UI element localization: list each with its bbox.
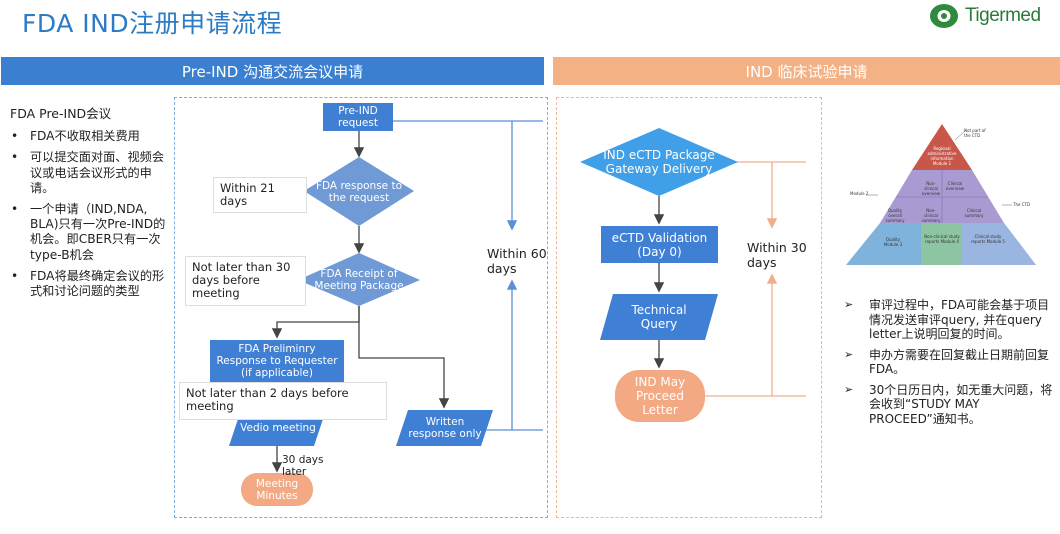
note-within-21-days: Within 21 days: [213, 177, 307, 213]
connector: [271, 306, 360, 339]
connector: [358, 306, 450, 409]
ind-header-band: IND 临床试验申请: [553, 57, 1060, 85]
pre-ind-request-label: Pre-IND request: [338, 105, 378, 129]
gateway-delivery-label: IND eCTD Package Gateway Delivery: [603, 148, 715, 176]
note-2-days-before: Not later than 2 days before meeting: [179, 382, 387, 420]
ctd-label-clinical-overview: Clinical overview: [945, 181, 965, 191]
sidebar-item: 一个申请（IND,NDA, BLA)只有一次Pre-IND的机会。即CBER只有…: [10, 202, 172, 263]
ctd-label-nonclinical-summary: Non-clinical summary: [921, 208, 941, 223]
preliminary-response-label: FDA Preliminry Response to Requester (if…: [216, 343, 338, 379]
may-proceed-label: IND May Proceed Letter: [634, 375, 686, 417]
thirty-days-later-label: 30 days later: [282, 454, 324, 478]
meeting-package-label: FDA Receipt of Meeting Package: [314, 268, 404, 292]
pre-ind-header-band: Pre-IND 沟通交流会议申请: [1, 57, 544, 85]
meeting-minutes-terminal: [241, 473, 313, 506]
meeting-minutes-label: Meeting Minutes: [255, 477, 299, 502]
gateway-delivery-diamond: [580, 128, 738, 196]
ctd-label-the-ctd: The CTD: [1013, 202, 1031, 207]
technical-query-parallelogram: [600, 294, 718, 340]
sidebar-item: 可以提交面对面、视频会议或电话会议形式的申请。: [10, 150, 172, 196]
sidebar-list: FDA不收取相关费用 可以提交面对面、视频会议或电话会议形式的申请。 一个申请（…: [10, 129, 172, 299]
ctd-label-regional: Regional administrative information Modu…: [927, 146, 957, 166]
company-logo: Tigermed: [929, 2, 1047, 30]
written-response-label: Written response only: [408, 416, 482, 440]
ctd-label-nonclinical-overview: Non-clinical overview: [921, 181, 941, 196]
review-note-item: 申办方需要在回复截止日期前回复FDA。: [844, 348, 1056, 377]
ctd-label-not-part: Not part of the CTD: [964, 128, 986, 138]
fda-response-label: FDA response to the request: [315, 180, 403, 204]
within-60-days-label: Within 60 days: [487, 246, 547, 276]
ctd-pyramid: [846, 124, 1036, 265]
preliminary-response-box: [210, 340, 344, 382]
ind-review-notes: 审评过程中，FDA可能会基于项目情况发送审评query, 并在query let…: [844, 298, 1056, 432]
page-title: FDA IND注册申请流程: [22, 9, 283, 38]
pre-ind-info-panel: FDA Pre-IND会议 FDA不收取相关费用 可以提交面对面、视频会议或电话…: [10, 106, 172, 305]
ind-flow-frame: [556, 97, 822, 518]
pre-ind-flow-frame: [174, 97, 548, 518]
within-30-days-label: Within 30 days: [747, 240, 807, 270]
pyramid-module5: [962, 223, 1036, 265]
sidebar-item: FDA将最终确定会议的形式和讨论问题的类型: [10, 269, 172, 299]
ctd-label-clinical-summary: Clinical summary: [964, 208, 984, 218]
review-note-item: 审评过程中，FDA可能会基于项目情况发送审评query, 并在query let…: [844, 298, 1056, 342]
ctd-label-quality: Quality Module 3: [883, 237, 903, 247]
pyramid-module4: [921, 223, 962, 265]
note-30-days-before: Not later than 30 days before meeting: [185, 256, 306, 306]
sidebar-title: FDA Pre-IND会议: [10, 106, 112, 121]
ctd-label-module2: Module 2: [850, 191, 869, 196]
video-meeting-label: Vedio meeting: [240, 422, 316, 434]
review-note-item: 30个日历日内，如无重大问题，将会收到“STUDY MAY PROCEED”通知…: [844, 383, 1056, 427]
may-proceed-terminal: [615, 370, 705, 422]
meeting-package-diamond: [298, 253, 420, 306]
ctd-label-nonclinical-reports: Non-clinical study reports Module 4: [924, 234, 960, 244]
logo-text: Tigermed: [965, 5, 1041, 26]
fda-response-diamond: [304, 157, 414, 226]
technical-query-label: Technical Query: [631, 303, 687, 331]
pyramid-module1: [912, 124, 972, 170]
within-30-bracket: [705, 161, 806, 397]
ctd-label-clinical-reports: Clinical study reports Module 5: [971, 234, 1005, 244]
tigermed-logo-icon: [930, 4, 958, 28]
pyramid-pointer: [954, 129, 967, 141]
ectd-validation-box: [601, 226, 718, 263]
ectd-validation-label: eCTD Validation (Day 0): [611, 230, 708, 259]
written-response-parallelogram: [396, 410, 493, 446]
within-60-bracket: [393, 120, 543, 431]
sidebar-item: FDA不收取相关费用: [10, 129, 172, 144]
ctd-label-quality-summary: Quality overall summary: [885, 208, 905, 223]
pre-ind-request-box: [323, 103, 393, 131]
